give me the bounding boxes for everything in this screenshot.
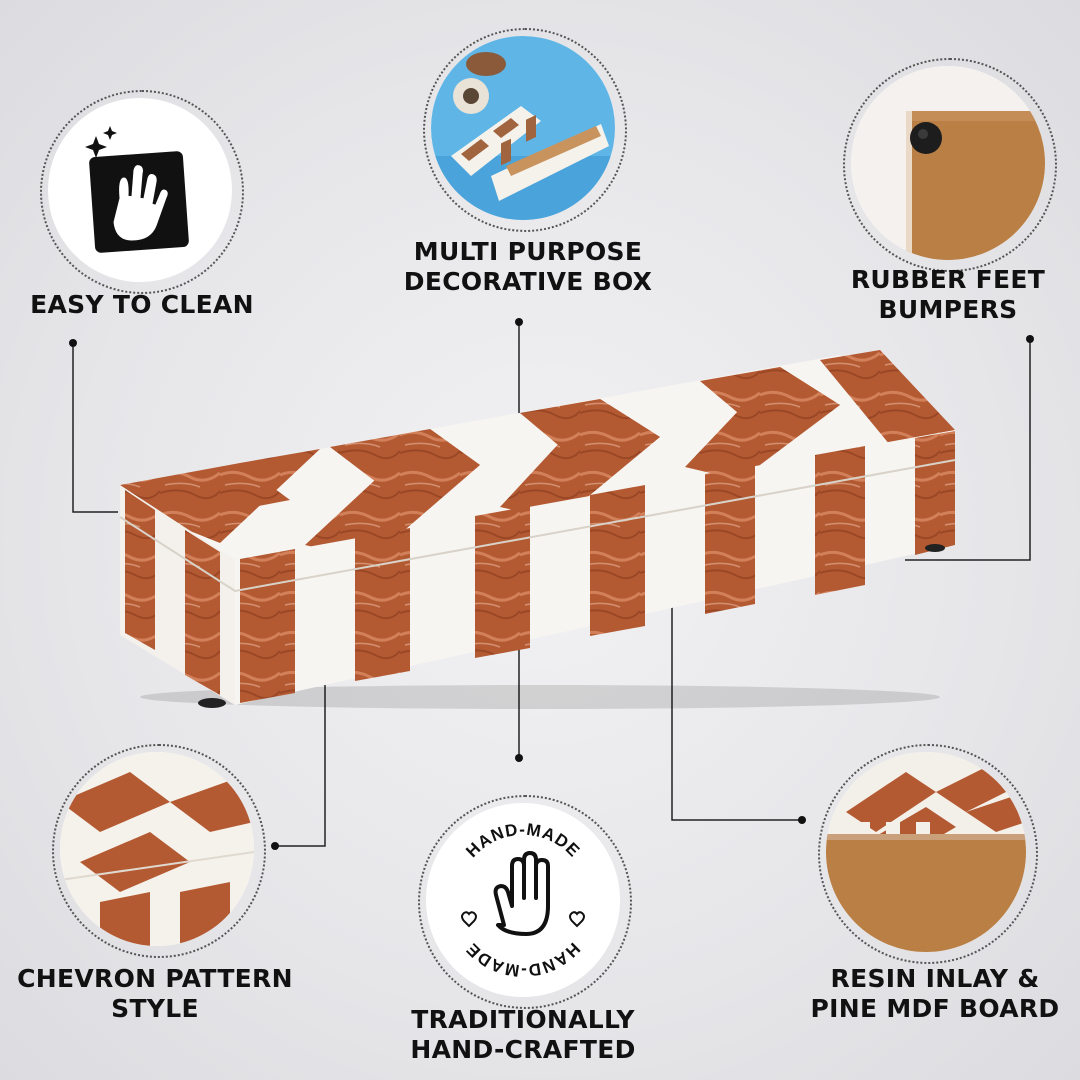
handmade-badge-bottom: HAND-MADE [462, 939, 583, 980]
rubber-feet-ring [843, 58, 1057, 272]
handmade-badge: HAND-MADE HAND-MADE [461, 820, 585, 980]
multi-purpose-ring [423, 28, 627, 232]
multi-purpose-circle [431, 36, 615, 220]
rubber-feet-line1: RUBBER FEET [850, 265, 1046, 294]
easy-clean-text: EASY TO CLEAN [30, 290, 254, 319]
handmade-ring [418, 795, 632, 1009]
hand-icon [493, 851, 550, 936]
resin-label: RESIN INLAY & PINE MDF BOARD [800, 964, 1070, 1024]
svg-text:HAND-MADE: HAND-MADE [462, 939, 583, 980]
chevron-circle [60, 752, 254, 946]
multi-purpose-line1: MULTI PURPOSE [413, 237, 643, 266]
rubber-feet-line2: BUMPERS [878, 295, 1018, 324]
easy-clean-label: EASY TO CLEAN [20, 290, 264, 320]
rubber-feet-photo [851, 66, 1045, 260]
handmade-line2: HAND-CRAFTED [410, 1035, 636, 1064]
handmade-label: TRADITIONALLY HAND-CRAFTED [395, 1005, 651, 1065]
resin-circle [826, 752, 1026, 952]
resin-closeup-photo [826, 752, 1026, 952]
handmade-circle: HAND-MADE HAND-MADE [426, 803, 620, 997]
resin-line1: RESIN INLAY & [830, 964, 1040, 993]
chevron-closeup-photo [60, 752, 254, 946]
open-box-photo [431, 36, 615, 220]
resin-ring [818, 744, 1038, 964]
multi-purpose-line2: DECORATIVE BOX [403, 267, 653, 296]
chevron-ring [52, 744, 266, 958]
chevron-label: CHEVRON PATTERN STYLE [10, 964, 300, 1024]
cleaning-glove-icon [85, 126, 189, 253]
rubber-feet-circle [851, 66, 1045, 260]
multi-purpose-label: MULTI PURPOSE DECORATIVE BOX [390, 237, 666, 297]
chevron-box-image [119, 350, 956, 709]
chevron-line1: CHEVRON PATTERN [17, 964, 293, 993]
easy-clean-ring [40, 90, 244, 294]
handmade-line1: TRADITIONALLY [411, 1005, 635, 1034]
easy-clean-circle [48, 98, 232, 282]
rubber-feet-label: RUBBER FEET BUMPERS [828, 265, 1068, 325]
resin-line2: PINE MDF BOARD [810, 994, 1060, 1023]
chevron-line2: STYLE [111, 994, 199, 1023]
